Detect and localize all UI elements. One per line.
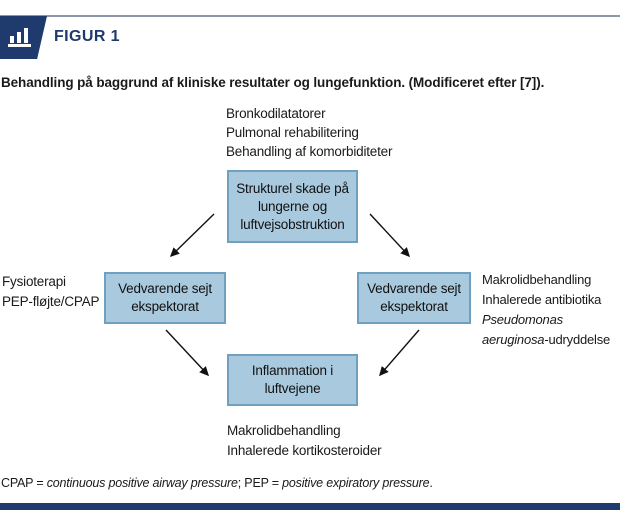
footnote-fragment: ; PEP =	[237, 476, 283, 490]
node-structural-damage: Strukturel skade på lungerne og luftvejs…	[227, 170, 358, 243]
bottom-treatments-label: Makrolidbehandling Inhalerede kortikoste…	[227, 421, 382, 461]
list-item: Behandling af komorbiditeter	[226, 144, 393, 159]
box-text-line: ekspektorat	[380, 299, 448, 314]
label-line: PEP-fløjte/CPAP	[2, 294, 100, 309]
list-item: Bronkodilatatorer	[226, 106, 326, 121]
label-line: Makrolidbehandling	[482, 272, 592, 287]
box-text-line: lungerne og	[257, 198, 328, 214]
label-fragment: -udryddelse	[544, 332, 611, 347]
box-text-line: Inflammation i	[251, 363, 334, 378]
box-text-line: Vedvarende sejt	[118, 281, 212, 296]
general-treatments-list: Bronkodilatatorer Pulmonal rehabiliterin…	[226, 104, 392, 161]
label-line: Makrolidbehandling	[227, 423, 341, 438]
label-line: Inhalerede antibiotika	[482, 292, 602, 307]
footnote-fragment: continuous positive airway pressure	[46, 476, 238, 490]
bottom-divider	[0, 503, 620, 510]
box-text-line: Strukturel skade på	[236, 180, 349, 196]
node-airway-inflammation: Inflammation i luftvejene	[227, 354, 358, 406]
top-divider	[0, 15, 620, 17]
arrow-right-sputum-to-inflammation	[379, 329, 420, 377]
arrow-damage-to-left-sputum	[169, 213, 215, 258]
abbreviations-footnote: CPAP = continuous positive airway pressu…	[1, 476, 433, 490]
footnote-fragment: positive expiratory pressure	[282, 476, 430, 490]
label-fragment: aeruginosa	[482, 332, 545, 347]
arrow-damage-to-right-sputum	[369, 213, 411, 258]
bar-chart-icon	[8, 28, 31, 47]
footnote-fragment: CPAP =	[1, 476, 47, 490]
right-treatments-label: Makrolidbehandling Inhalerede antibiotik…	[482, 270, 610, 350]
footnote-fragment: .	[429, 476, 433, 490]
figure-badge	[0, 16, 47, 59]
node-persistent-sputum-left: Vedvarende sejt ekspektorat	[104, 272, 226, 324]
box-text-line: ekspektorat	[131, 299, 199, 314]
label-line: Inhalerede kortikosteroider	[227, 443, 382, 458]
node-persistent-sputum-right: Vedvarende sejt ekspektorat	[357, 272, 471, 324]
list-item: Pulmonal rehabilitering	[226, 125, 359, 140]
label-line: aeruginosa-udryddelse	[482, 330, 610, 350]
label-line: Pseudomonas	[482, 312, 563, 327]
label-line: Fysioterapi	[2, 274, 66, 289]
figure-title: Behandling på baggrund af kliniske resul…	[1, 75, 545, 90]
arrow-left-sputum-to-inflammation	[165, 329, 210, 377]
box-text-line: Vedvarende sejt	[367, 281, 461, 296]
figure-label: FIGUR 1	[54, 28, 120, 45]
box-text-line: luftvejsobstruktion	[240, 216, 345, 232]
box-text-line: luftvejene	[264, 381, 321, 396]
left-treatments-label: Fysioterapi PEP-fløjte/CPAP	[2, 272, 99, 312]
